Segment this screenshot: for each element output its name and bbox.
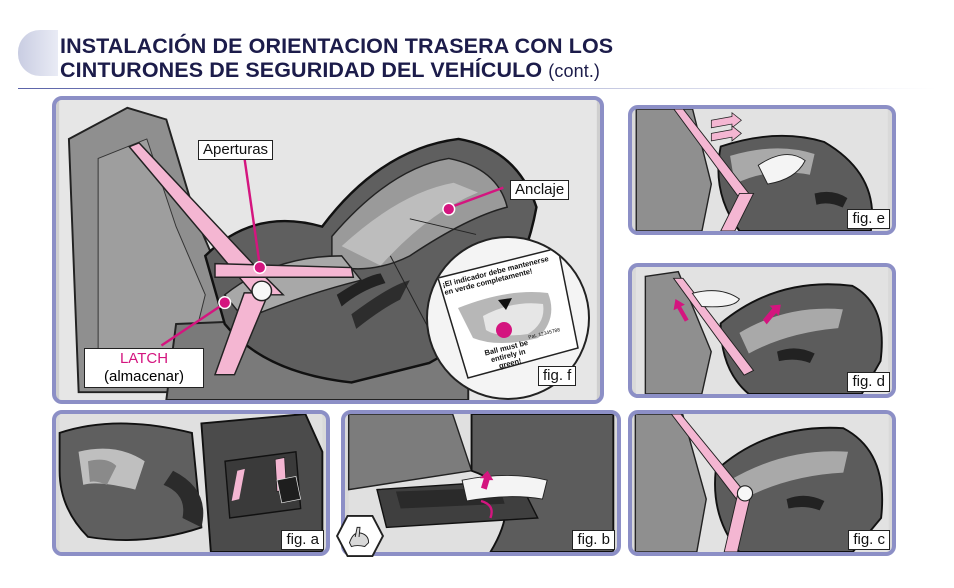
page-title: INSTALACIÓN DE ORIENTACION TRASERA CON L… (60, 34, 613, 83)
fig-c-panel: fig. c (628, 410, 896, 556)
hand-in-hexagon-icon (335, 514, 385, 558)
fig-e-panel: fig. e (628, 105, 896, 235)
latch-label-title: LATCH (119, 350, 169, 367)
fig-b-illustration (347, 414, 615, 552)
header-rule (18, 88, 936, 89)
fig-e-illustration (635, 109, 888, 231)
fig-a-illustration (58, 414, 324, 552)
aperturas-label: Aperturas (198, 140, 274, 160)
fig-b-panel: fig. b (341, 410, 621, 556)
fig-e-label: fig. e (847, 209, 890, 229)
fig-c-illustration (634, 414, 889, 552)
fig-a-panel: fig. a (52, 410, 330, 556)
page-title-line2: CINTURONES DE SEGURIDAD DEL VEHÍCULO (co… (60, 58, 613, 83)
fig-a-label: fig. a (281, 530, 324, 550)
fig-c-label: fig. c (848, 530, 890, 550)
fig-d-label: fig. d (847, 372, 890, 392)
indicator-ball (496, 322, 512, 338)
latch-label-subtitle: (almacenar) (103, 368, 185, 385)
page-title-line1: INSTALACIÓN DE ORIENTACION TRASERA CON L… (60, 34, 614, 58)
header-tab-decoration (18, 30, 58, 76)
anclaje-label: Anclaje (510, 180, 570, 200)
indicator-graphic (437, 247, 579, 379)
latch-label: LATCH (almacenar) (84, 348, 204, 388)
fig-d-illustration (635, 267, 889, 394)
page-title-suffix: (cont.) (548, 61, 601, 81)
fig-d-panel: fig. d (628, 263, 896, 398)
fig-b-label: fig. b (572, 530, 615, 550)
fig-f-label: fig. f (538, 366, 577, 386)
main-illustration-panel: Aperturas Anclaje LATCH (almacenar) ¡El … (52, 96, 604, 404)
page-title-line2-text: CINTURONES DE SEGURIDAD DEL VEHÍCULO (60, 58, 543, 82)
